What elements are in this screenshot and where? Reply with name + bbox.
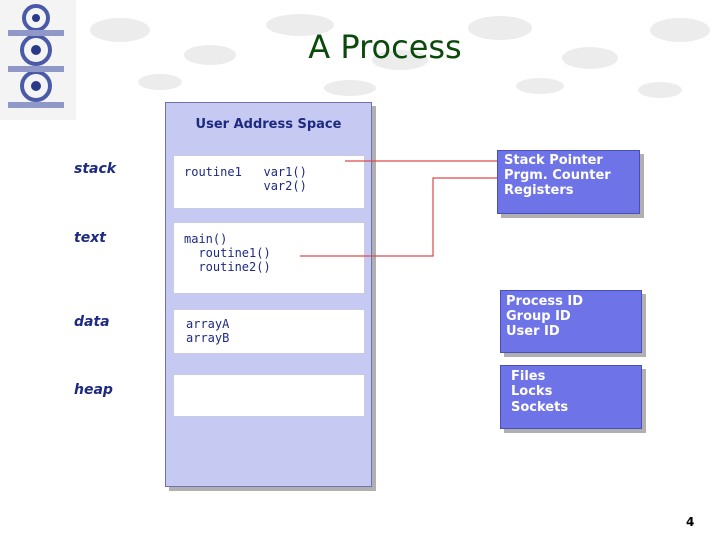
slide-title: A Process <box>308 28 462 66</box>
resources-line-1: Files <box>511 369 546 384</box>
data-line-1: arrayA <box>186 317 230 331</box>
segment-label-heap: heap <box>74 382 113 398</box>
process-ids-box: Process ID Group ID User ID <box>500 290 642 353</box>
address-space-title: User Address Space <box>195 117 342 132</box>
text-line-2: routine1() <box>184 246 271 260</box>
resources-box: Files Locks Sockets <box>500 365 642 429</box>
registers-line-3: Registers <box>504 183 574 198</box>
stack-line-1: routine1 var1() <box>184 165 307 179</box>
heap-segment <box>173 374 365 417</box>
registers-line-1: Stack Pointer <box>504 153 603 168</box>
registers-line-2: Prgm. Counter <box>504 168 611 183</box>
resources-line-3: Sockets <box>511 400 569 415</box>
stack-segment: routine1 var1() var2() <box>173 155 365 209</box>
data-line-2: arrayB <box>186 331 230 345</box>
text-line-3: routine2() <box>184 260 271 274</box>
segment-label-stack: stack <box>74 161 117 177</box>
text-line-1: main() <box>184 232 228 246</box>
process-ids-line-3: User ID <box>506 324 560 339</box>
text-segment: main() routine1() routine2() <box>173 222 365 294</box>
segment-label-data: data <box>74 314 110 330</box>
user-address-space: User Address Space routine1 var1() var2(… <box>165 102 372 487</box>
segment-label-text: text <box>74 230 106 246</box>
process-ids-line-1: Process ID <box>506 294 584 309</box>
resources-line-2: Locks <box>511 384 553 399</box>
process-ids-line-2: Group ID <box>506 309 571 324</box>
data-segment: arrayA arrayB <box>173 309 365 354</box>
corner-ornament <box>0 0 76 120</box>
stack-line-2: var2() <box>184 179 307 193</box>
registers-box: Stack Pointer Prgm. Counter Registers <box>497 150 640 214</box>
page-number: 4 <box>686 515 695 529</box>
